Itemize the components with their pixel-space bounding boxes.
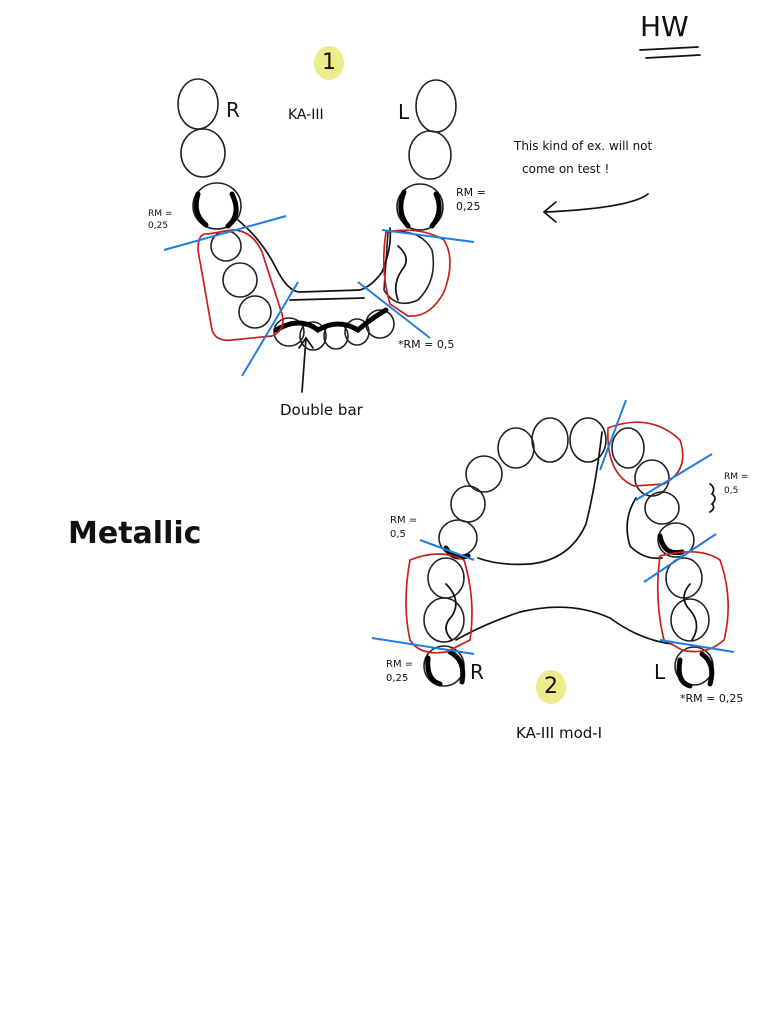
tooth [222, 262, 258, 298]
clasp [657, 533, 685, 556]
abutment-tooth [396, 183, 444, 231]
connector-line [455, 606, 673, 645]
clasp [193, 191, 239, 229]
saddle-outline-right [405, 553, 473, 654]
metallic-title: Metallic [68, 516, 202, 551]
connector-line [445, 583, 457, 641]
case-1-number-badge: 1 [314, 46, 344, 80]
tooth [427, 557, 465, 599]
connector-line [683, 583, 698, 641]
case-1-classification: KA-III [288, 107, 324, 123]
case-2-rm-lower-left: *RM = 0,25 [680, 692, 744, 705]
tooth [415, 79, 457, 133]
connector-line [626, 497, 663, 560]
fulcrum-line [419, 539, 475, 561]
anterior-teeth [273, 307, 395, 351]
arch-diagram-2 [371, 399, 735, 689]
fulcrum-line [635, 453, 713, 501]
tooth [238, 295, 272, 329]
tooth [497, 427, 535, 469]
case-1-rm-front: *RM = 0,5 [398, 338, 455, 351]
tooth [180, 128, 226, 178]
case-2-rm-lower-right: RM = 0,25 [386, 659, 414, 684]
saddle-outline-left [382, 229, 451, 317]
fulcrum-line [241, 281, 299, 377]
double-bar-label: Double bar [280, 401, 363, 419]
bar-arrow [301, 337, 307, 393]
saddle-outline-right [197, 229, 284, 342]
case-2-side-right: R [470, 660, 484, 684]
connector-line [237, 219, 392, 293]
hw-underline [639, 46, 701, 59]
bar-arrowhead [298, 336, 314, 349]
tooth [177, 78, 219, 130]
fulcrum-line [357, 281, 431, 339]
saddle-outline-left [656, 551, 730, 653]
case-2-classification: KA-III mod-I [516, 724, 603, 742]
clasp [425, 649, 466, 687]
case-2-side-left: L [654, 660, 666, 684]
hw-mark: HW [640, 10, 689, 43]
tooth [423, 597, 465, 643]
abutment-tooth [657, 522, 695, 558]
abutment-tooth [192, 182, 242, 230]
fulcrum-line [163, 215, 287, 251]
case-2-rm-upper-right: RM = 0,5 [390, 515, 418, 540]
fulcrum-line [659, 639, 735, 653]
tooth [450, 485, 486, 523]
fulcrum-line [371, 637, 475, 655]
case-1-rm-right: RM = 0,25 [148, 209, 173, 231]
case-2-number-badge: 2 [536, 670, 566, 704]
tooth [465, 455, 503, 493]
warning-arrow [542, 193, 649, 223]
tooth [531, 417, 569, 463]
case-2-rm-upper-left: RM = 0,5 [724, 472, 749, 496]
fulcrum-line [599, 399, 627, 471]
warning-line-2: come on test ! [522, 162, 610, 176]
tooth [644, 491, 680, 525]
case-1-rm-left: RM = 0,25 [456, 186, 486, 213]
connector-line [394, 245, 407, 301]
connector-line [477, 431, 603, 566]
fulcrum-line [643, 533, 717, 583]
brace [709, 483, 716, 513]
fulcrum-line [381, 229, 475, 243]
clasp [676, 651, 715, 689]
connector-line [289, 297, 365, 301]
tooth [569, 417, 607, 463]
saddle-area [383, 230, 435, 305]
arch-diagram-1 [163, 78, 475, 393]
tooth [670, 598, 710, 642]
saddle-outline-anterior [607, 421, 684, 487]
warning-line-1: This kind of ex. will not [514, 139, 653, 153]
case-1-side-right: R [226, 98, 240, 122]
tooth [408, 130, 452, 180]
clasp [398, 189, 442, 229]
case-1-side-left: L [398, 100, 410, 124]
tooth [611, 427, 645, 469]
